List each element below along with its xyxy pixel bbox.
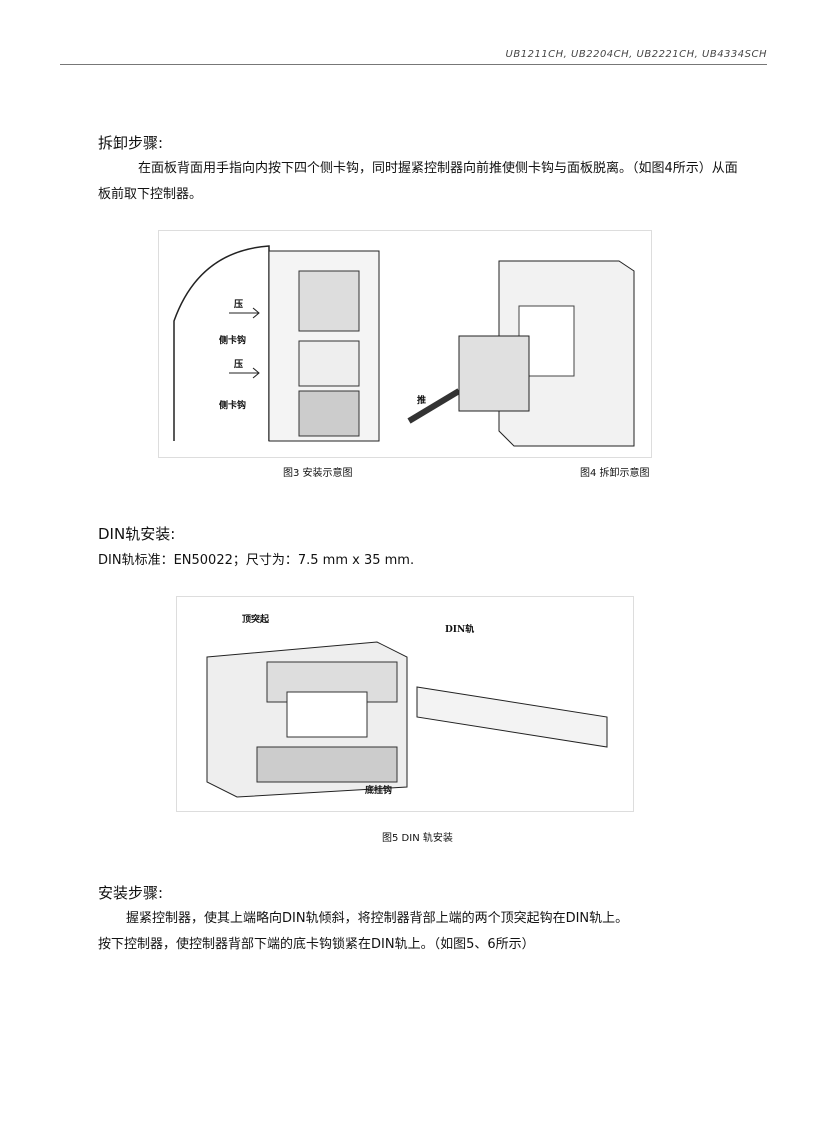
caption-fig5: 图5 DIN 轨安装 [382, 833, 453, 844]
figure-5: 顶突起 DIN轨 底挂钩 [176, 596, 634, 812]
label-push: 推 [417, 394, 426, 406]
label-side-hook-1: 侧卡钩 [219, 334, 246, 346]
removal-text: 在面板背面用手指向内按下四个侧卡钩，同时握紧控制器向前推使侧卡钩与面板脱离。（如… [98, 161, 738, 202]
din-rail-illustration: 顶突起 DIN轨 底挂钩 [206, 613, 608, 798]
install-title: 安装步骤: [98, 884, 164, 902]
figure-3-4: 压 侧卡钩 压 侧卡钩 推 [158, 230, 652, 458]
mount-illustration: 压 侧卡钩 压 侧卡钩 推 [173, 245, 635, 447]
label-press-2: 压 [234, 359, 243, 370]
header-divider [60, 64, 767, 65]
din-spec: DIN轨标准：EN50022；尺寸为：7.5 mm x 35 mm. [98, 553, 415, 568]
label-din-rail: DIN轨 [445, 623, 474, 635]
caption-fig4: 图4 拆卸示意图 [580, 468, 650, 479]
din-title: DIN轨安装: [98, 525, 176, 543]
label-side-hook-2: 侧卡钩 [219, 399, 246, 411]
header-models: UB1211CH, UB2204CH, UB2221CH, UB4334SCH [505, 49, 767, 60]
install-line-1: 握紧控制器，使其上端略向DIN轨倾斜，将控制器背部上端的两个顶突起钩在DIN轨上… [126, 911, 629, 926]
caption-fig3: 图3 安装示意图 [283, 468, 353, 479]
label-top-protrusion: 顶突起 [242, 613, 270, 625]
removal-title: 拆卸步骤: [98, 134, 164, 152]
label-press-1: 压 [234, 299, 243, 310]
label-bottom-hook: 底挂钩 [365, 784, 392, 796]
install-line-2: 按下控制器，使控制器背部下端的底卡钩锁紧在DIN轨上。（如图5、6所示） [98, 937, 535, 952]
